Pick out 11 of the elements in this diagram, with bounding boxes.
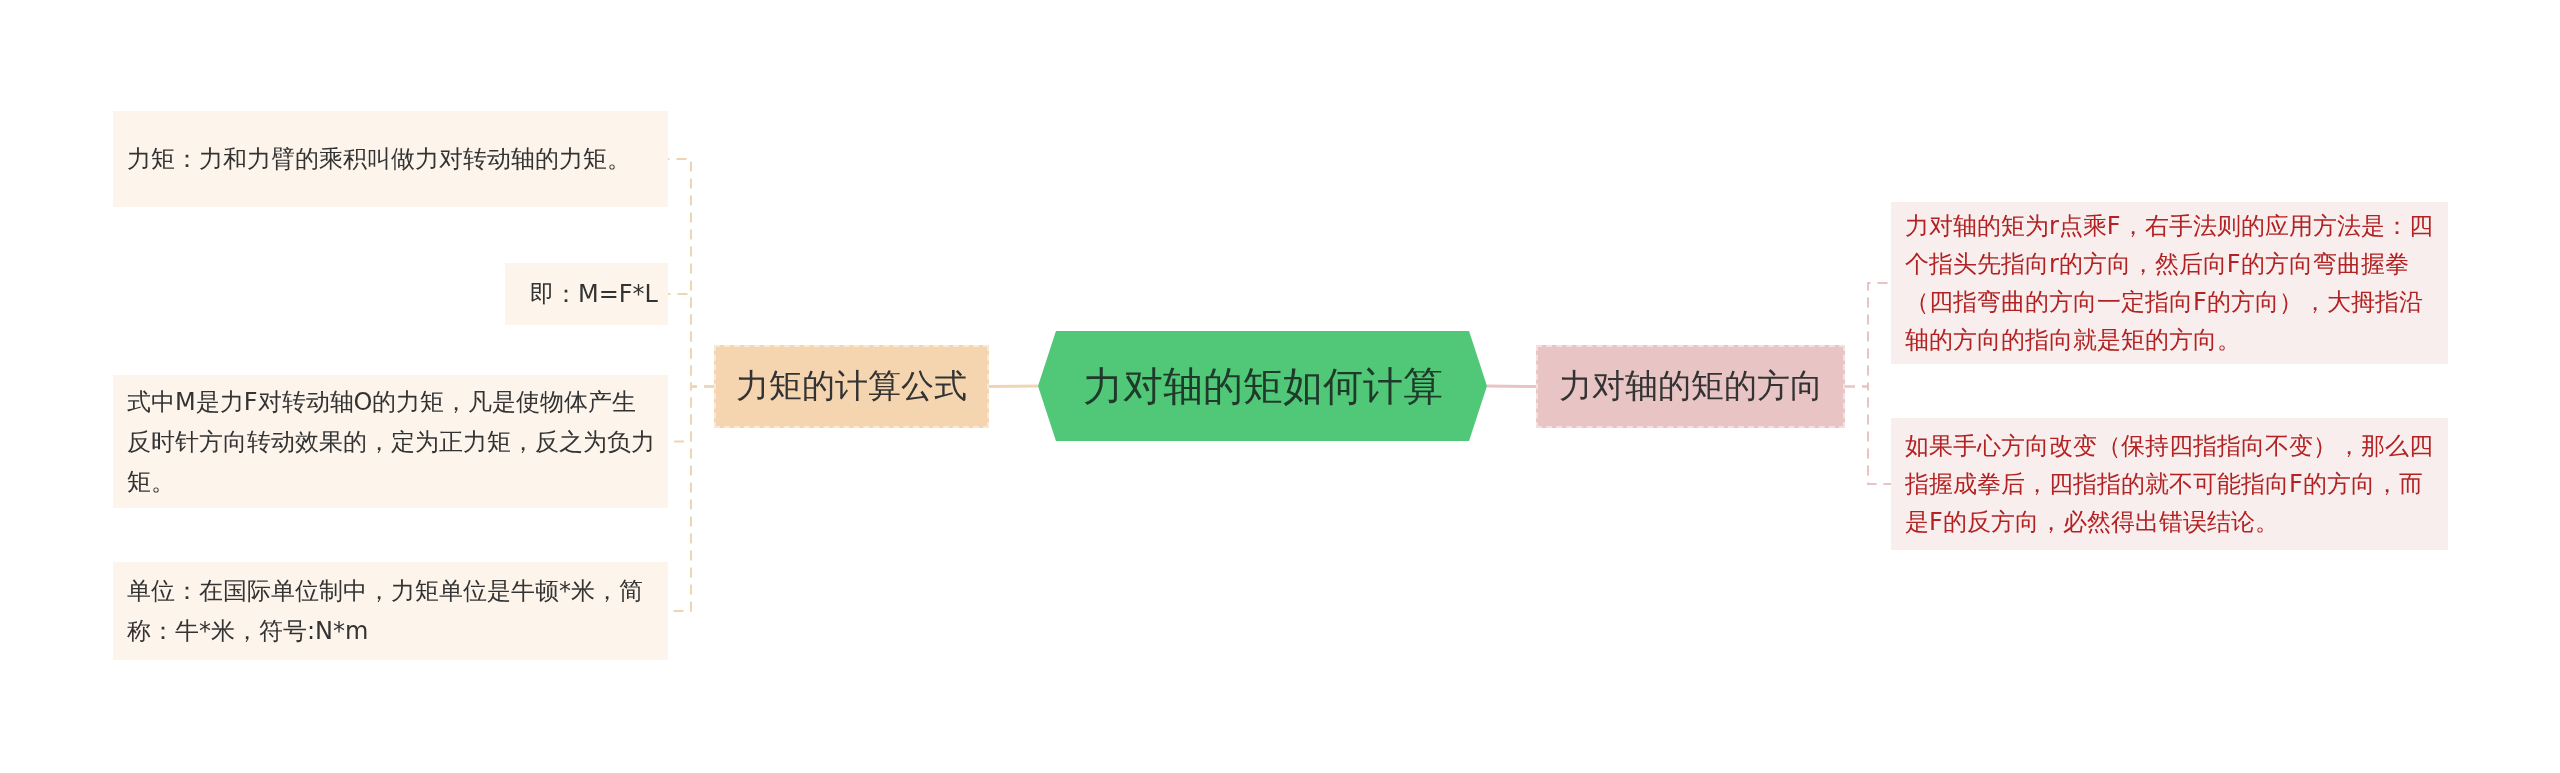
note-box: 如果手心方向改变（保持四指指向不变），那么四指握成拳后，四指指的就不可能指向F的方向，而是F的反方向，必然得出错误结论。 <box>1891 418 2448 550</box>
connector-line <box>1844 385 1892 485</box>
branch-box: 力矩的计算公式 <box>714 345 989 428</box>
note-box: 式中M是力F对转动轴O的力矩，凡是使物体产生反时针方向转动效果的，定为正力矩，反之为负力矩。 <box>113 375 668 508</box>
connector-line <box>1487 384 1536 388</box>
connector-line <box>989 384 1038 388</box>
note-box: 力对轴的矩为r点乘F，右手法则的应用方法是：四个指头先指向r的方向，然后向F的方向弯曲握拳（四指弯曲的方向一定指向F的方向），大拇指沿轴的方向的指向就是矩的方向。 <box>1891 202 2448 364</box>
branch-box: 力对轴的矩的方向 <box>1536 345 1845 428</box>
note-box: 力矩：力和力臂的乘积叫做力对转动轴的力矩。 <box>113 111 668 207</box>
note-box: 单位：在国际单位制中，力矩单位是牛顿*米，简称：牛*米，符号:N*m <box>113 562 668 660</box>
note-box: 即：M=F*L <box>505 263 668 325</box>
